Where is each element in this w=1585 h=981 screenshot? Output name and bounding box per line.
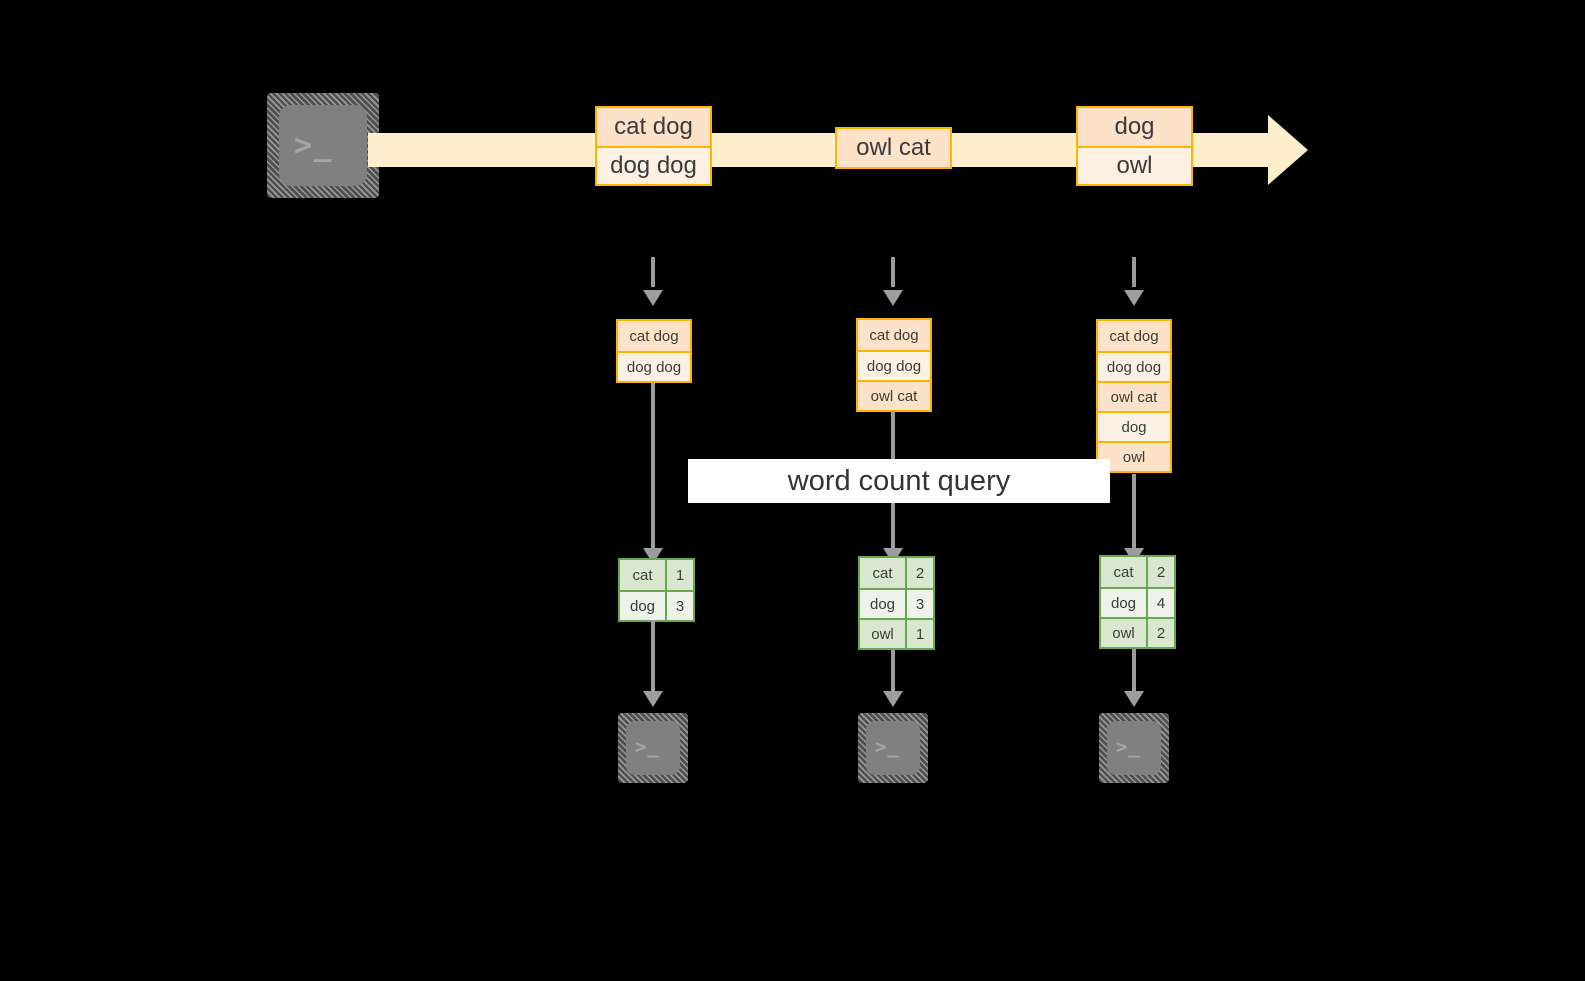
sink-arrow-1-head: [643, 691, 663, 707]
stream-batch-1-line-2: dog dog: [597, 146, 710, 184]
table-row: dog 4: [1101, 587, 1174, 617]
stream-batch-1: cat dog dog dog: [595, 106, 712, 186]
result-3-word-1: cat: [1101, 557, 1146, 587]
result-1-count-1: 1: [665, 560, 693, 590]
result-1-word-2: dog: [620, 592, 665, 620]
query-banner-label: word count query: [787, 464, 1011, 497]
result-2-word-3: owl: [860, 620, 905, 648]
sink-arrow-3-head: [1124, 691, 1144, 707]
table-row: cat 2: [1101, 557, 1174, 587]
result-table-2: cat 2 dog 3 owl 1: [858, 556, 935, 650]
table-row: cat 2: [860, 558, 933, 588]
sink-arrow-1-line: [651, 620, 655, 694]
terminal-prompt-glyph: >_: [1116, 736, 1141, 758]
result-1-count-2: 3: [665, 592, 693, 620]
stream-batch-2: owl cat: [835, 127, 952, 169]
result-table-1: cat 1 dog 3: [618, 558, 695, 622]
result-2-count-2: 3: [905, 590, 933, 618]
accumulated-input-1-line-2: dog dog: [618, 351, 690, 381]
result-2-word-1: cat: [860, 558, 905, 588]
stream-timeline-arrowhead: [1268, 115, 1308, 185]
sink-terminal-icon-1: >_: [618, 713, 688, 783]
terminal-face: [1107, 721, 1161, 775]
sink-terminal-icon-3: >_: [1099, 713, 1169, 783]
table-row: dog 3: [620, 590, 693, 620]
accumulated-input-2-line-2: dog dog: [858, 350, 930, 380]
accumulated-input-1: cat dog dog dog: [616, 319, 692, 383]
accumulated-input-2-line-3: owl cat: [858, 380, 930, 410]
feed-arrow-1-head: [643, 290, 663, 306]
table-row: dog 3: [860, 588, 933, 618]
feed-arrow-1-dash: [651, 257, 655, 287]
accumulated-input-2-line-1: cat dog: [858, 320, 930, 350]
terminal-prompt-glyph: >_: [294, 128, 333, 163]
accumulated-input-3: cat dog dog dog owl cat dog owl: [1096, 319, 1172, 473]
result-3-count-3: 2: [1146, 619, 1174, 647]
sink-terminal-icon-2: >_: [858, 713, 928, 783]
feed-arrow-2-head: [883, 290, 903, 306]
table-row: cat 1: [620, 560, 693, 590]
stream-batch-3: dog owl: [1076, 106, 1193, 186]
result-3-word-3: owl: [1101, 619, 1146, 647]
result-2-count-3: 1: [905, 620, 933, 648]
result-3-word-2: dog: [1101, 589, 1146, 617]
accumulated-input-3-line-2: dog dog: [1098, 351, 1170, 381]
result-table-3: cat 2 dog 4 owl 2: [1099, 555, 1176, 649]
accumulated-input-3-line-4: dog: [1098, 411, 1170, 441]
result-3-count-1: 2: [1146, 557, 1174, 587]
table-row: owl 1: [860, 618, 933, 648]
stream-batch-3-line-1: dog: [1078, 108, 1191, 146]
accumulated-input-1-line-1: cat dog: [618, 321, 690, 351]
result-3-count-2: 4: [1146, 589, 1174, 617]
accumulated-input-3-line-3: owl cat: [1098, 381, 1170, 411]
sink-arrow-3-line: [1132, 649, 1136, 694]
terminal-face: [279, 105, 367, 186]
feed-arrow-3-head: [1124, 290, 1144, 306]
table-row: owl 2: [1101, 617, 1174, 647]
stream-batch-2-line-1: owl cat: [837, 129, 950, 167]
terminal-prompt-glyph: >_: [875, 736, 900, 758]
stream-batch-1-line-1: cat dog: [597, 108, 710, 146]
accumulated-input-3-line-5: owl: [1098, 441, 1170, 471]
feed-arrow-2-dash: [891, 257, 895, 287]
sink-arrow-2-head: [883, 691, 903, 707]
feed-arrow-3-dash: [1132, 257, 1136, 287]
accumulated-input-2: cat dog dog dog owl cat: [856, 318, 932, 412]
query-arrow-3-line: [1132, 474, 1136, 551]
source-terminal-icon: >_: [267, 93, 379, 198]
query-banner: word count query: [688, 459, 1110, 503]
result-2-count-1: 2: [905, 558, 933, 588]
sink-arrow-2-line: [891, 650, 895, 694]
stream-batch-3-line-2: owl: [1078, 146, 1191, 184]
terminal-prompt-glyph: >_: [635, 736, 660, 758]
result-2-word-2: dog: [860, 590, 905, 618]
query-arrow-1-line: [651, 383, 655, 551]
terminal-face: [866, 721, 920, 775]
result-1-word-1: cat: [620, 560, 665, 590]
terminal-face: [626, 721, 680, 775]
accumulated-input-3-line-1: cat dog: [1098, 321, 1170, 351]
